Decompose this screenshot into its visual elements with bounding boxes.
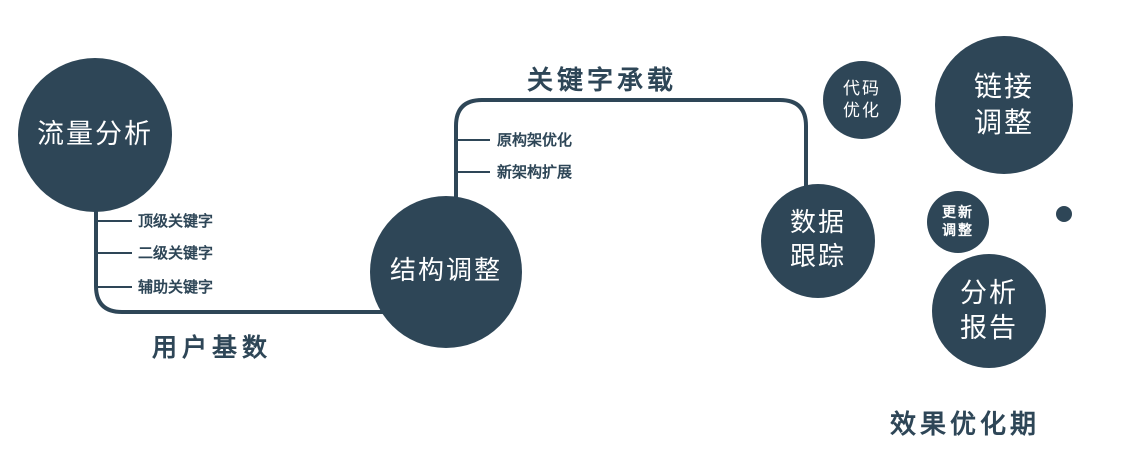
node-analysis-report-label: 分析报告 [960,277,1018,344]
branch-label-top-keyword: 顶级关键字 [138,212,214,230]
node-structure-adjustment: 结构调整 [370,196,522,348]
edge-label-user-base: 用户基数 [152,333,273,362]
node-analysis-report: 分析报告 [932,254,1046,368]
node-data-tracking: 数据跟踪 [761,184,875,298]
node-traffic-analysis-label: 流量分析 [37,119,153,151]
edge-label-keyword-bearing: 关键字承载 [527,66,678,96]
branch-label-secondary-keyword: 二级关键字 [138,244,214,262]
connector-structure-to-data-tracking [454,98,808,202]
node-data-tracking-label: 数据跟踪 [789,208,846,272]
node-code-optimization: 代码优化 [823,61,901,139]
branch-label-original-architecture: 原构架优化 [497,131,573,149]
node-traffic-analysis: 流量分析 [18,58,172,212]
small-dot-marker [1056,206,1072,222]
node-link-adjustment: 链接调整 [935,36,1073,174]
node-update-adjustment: 更新调整 [927,191,989,253]
branch-label-new-architecture: 新架构扩展 [497,163,573,181]
node-code-optimization-label: 代码优化 [843,78,881,121]
node-update-adjustment-label: 更新调整 [941,204,974,239]
node-link-adjustment-label: 链接调整 [973,69,1034,139]
branch-label-auxiliary-keyword: 辅助关键字 [138,278,214,296]
node-structure-adjustment-label: 结构调整 [389,256,502,287]
footer-label-effect-optimization-period: 效果优化期 [890,410,1041,440]
